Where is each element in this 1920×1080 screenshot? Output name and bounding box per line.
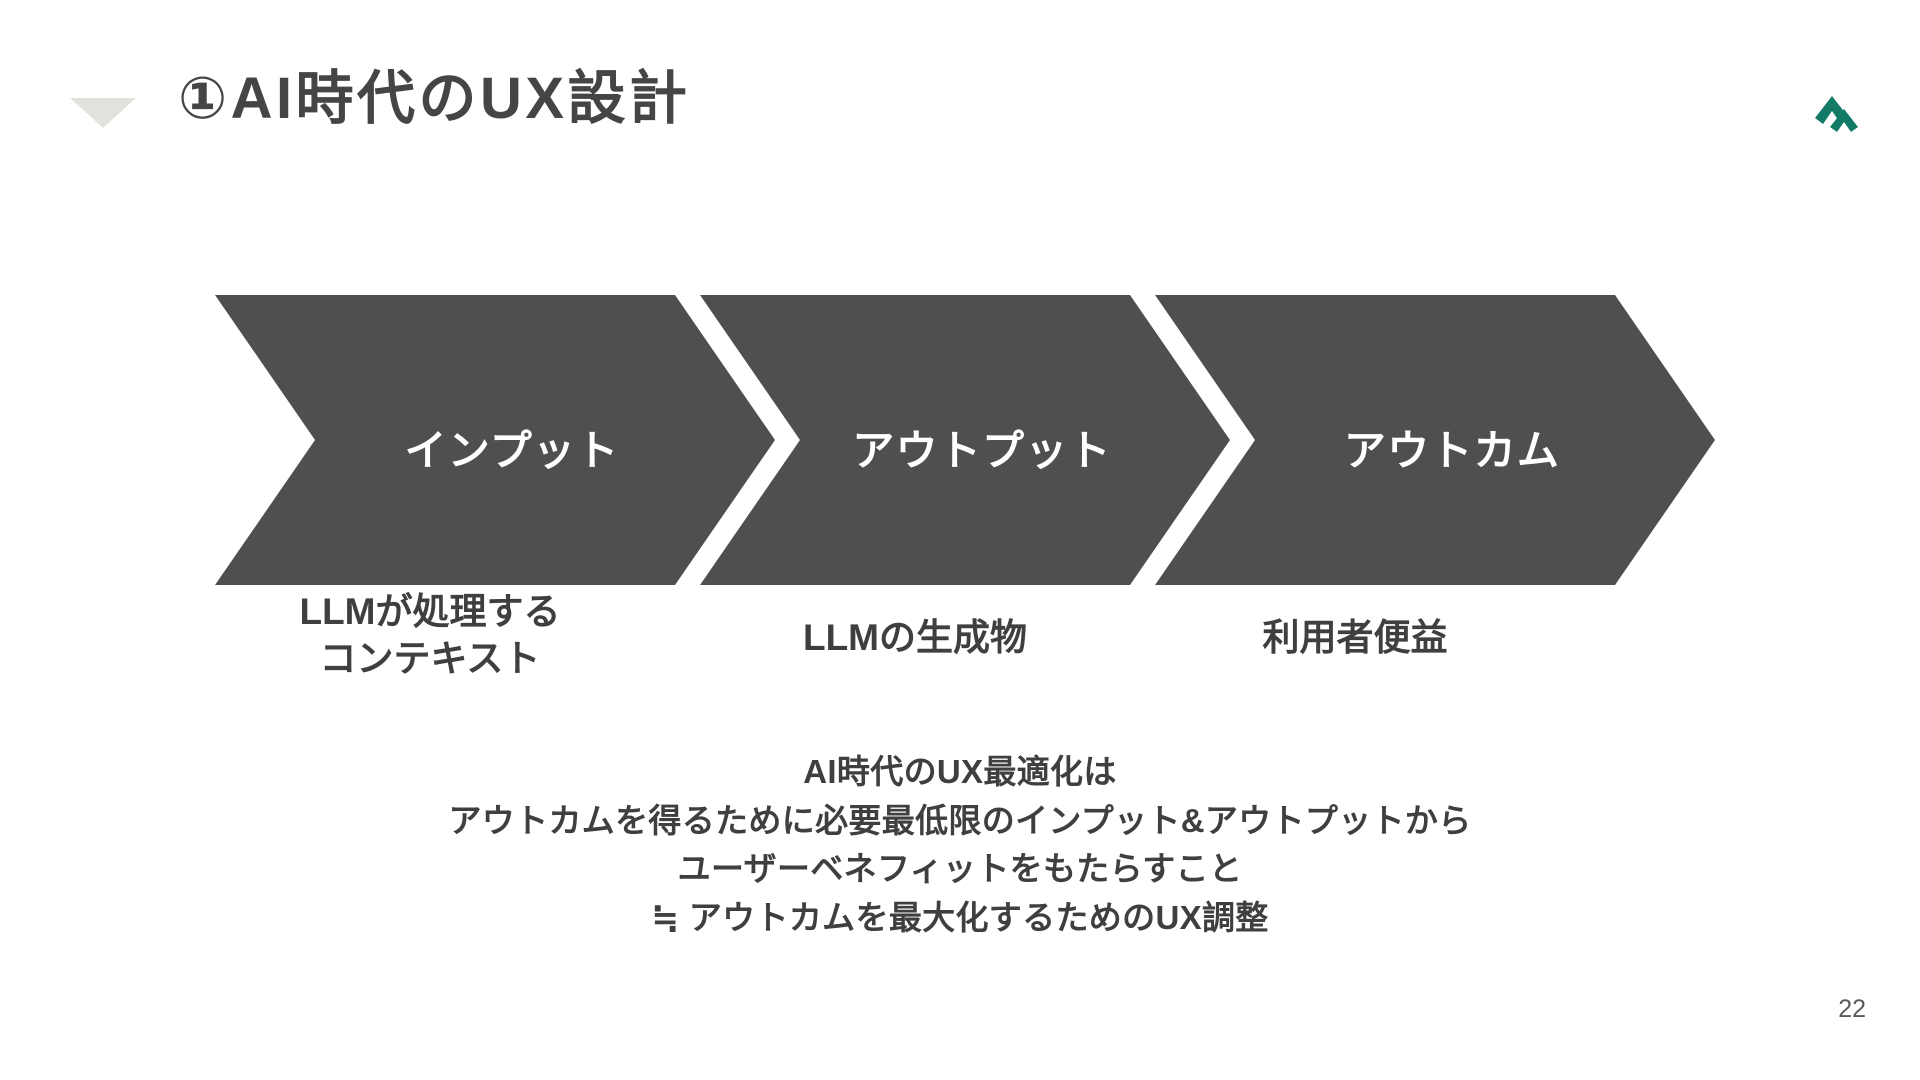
- chevron-logo-icon: [1808, 78, 1870, 136]
- summary-line-2: アウトカムを得るために必要最低限のインプット&アウトプットから: [448, 801, 1472, 839]
- flow-step-caption-3: 利用者便益: [1262, 617, 1448, 658]
- page-title: ①AI時代のUX設計: [178, 66, 691, 131]
- summary-block: AI時代のUX最適化は アウトカムを得るために必要最低限のインプット&アウトプッ…: [0, 748, 1920, 942]
- triangle-down-icon: [70, 98, 136, 128]
- flow-step-caption-2: LLMの生成物: [802, 617, 1028, 658]
- page-number: 22: [1838, 995, 1866, 1023]
- flow-step-label-2: アウトプット: [852, 426, 1112, 474]
- flow-step-arrow-2: アウトプット: [700, 295, 1230, 585]
- flow-step-arrow-3: アウトカム: [1155, 295, 1715, 585]
- flow-step-arrow-1: インプット: [215, 295, 775, 585]
- summary-line-1: AI時代のUX最適化は: [803, 753, 1117, 790]
- flow-step-captions: LLMが処理する コンテキスト LLMの生成物 利用者便益: [0, 588, 1920, 698]
- process-flow-arrows: インプット アウトプット アウトカム: [0, 295, 1920, 585]
- summary-line-4: ≒ アウトカムを最大化するためのUX調整: [651, 898, 1269, 936]
- slide-header: ①AI時代のUX設計: [0, 40, 1920, 150]
- flow-step-label-3: アウトカム: [1343, 426, 1561, 474]
- flow-step-label-1: インプット: [404, 426, 620, 474]
- flow-step-caption-1: LLMが処理する コンテキスト: [299, 591, 561, 680]
- summary-line-3: ユーザーベネフィットをもたらすこと: [677, 850, 1243, 887]
